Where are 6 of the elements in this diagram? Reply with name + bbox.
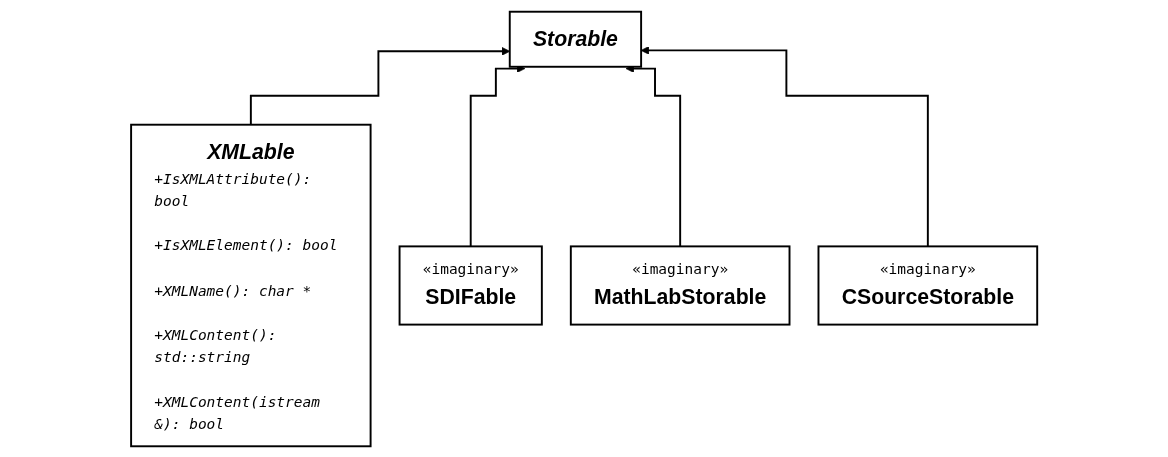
node-box: XMLable +IsXMLAttribute(): bool +IsXMLElement(): bool +XMLName(): char * +XMLContent(): std::string +XMLContent(istream &): bool	[130, 123, 372, 447]
node-box: Storable	[508, 10, 642, 68]
node-box: «imaginary» SDIFable	[398, 244, 543, 326]
node-box: «imaginary» CSourceStorable	[817, 244, 1038, 326]
arrow	[640, 45, 929, 247]
node-box: «imaginary» MathLabStorable	[569, 244, 791, 326]
